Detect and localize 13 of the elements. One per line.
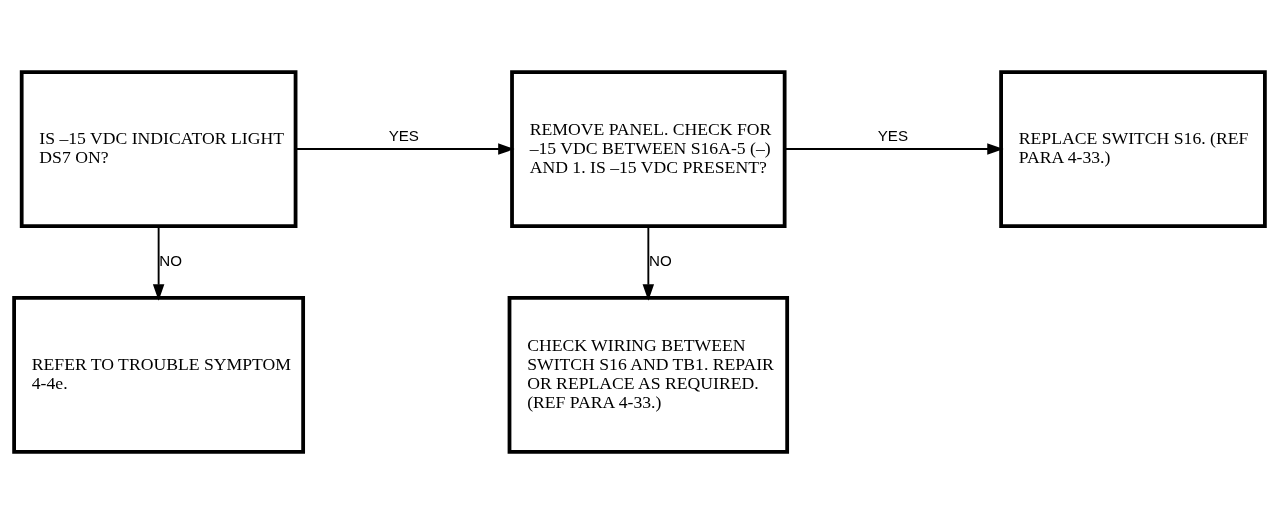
node-box: CHECK WIRING BETWEEN SWITCH S16 AND TB1. REPAIR OR REPLACE AS REQUIRED. (REF PARA 4-33.) (507, 296, 790, 454)
edge-label: NO (159, 251, 182, 269)
edge-label: YES (877, 126, 909, 144)
arrow (294, 143, 515, 155)
arrow (642, 225, 655, 301)
node-box: REPLACE SWITCH S16. (REF PARA 4-33.) (999, 70, 1267, 228)
edge-label: NO (648, 251, 672, 269)
node-box: REFER TO TROUBLE SYMPTOM 4-4e. (12, 296, 306, 454)
edge-label: YES (388, 126, 419, 144)
node-box: REMOVE PANEL. CHECK FOR –15 VDC BETWEEN S16A-5 (–) AND 1. IS –15 VDC PRESENT? (510, 70, 787, 228)
arrow (784, 143, 1004, 155)
arrow (152, 225, 165, 301)
node-box: IS –15 VDC INDICATOR LIGHT DS7 ON? (19, 70, 298, 228)
